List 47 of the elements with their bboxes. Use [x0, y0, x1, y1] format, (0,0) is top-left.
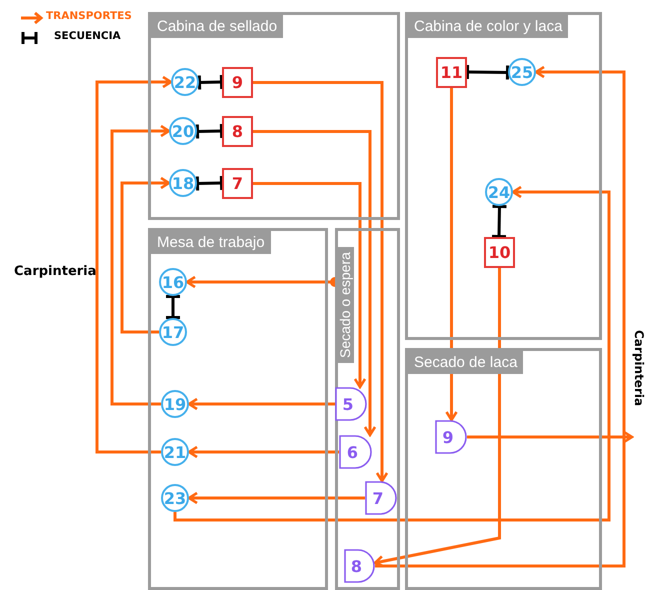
zone-panel: [405, 348, 602, 590]
numbered-circle: 20: [169, 117, 197, 145]
zone-title: Mesa de trabajo: [151, 231, 271, 254]
numbered-square: 7: [222, 168, 253, 199]
zone-title: Secado de laca: [408, 351, 524, 374]
transport-arrow: [253, 130, 376, 436]
delay-symbol: 6: [339, 435, 372, 469]
delay-symbol: 7: [365, 481, 397, 515]
destination-label: Carpinteria: [632, 330, 647, 450]
transport-arrow: [120, 176, 170, 334]
transport-arrow: [188, 446, 339, 458]
numbered-circle: 22: [171, 68, 199, 96]
zone-title: Secado o espera: [336, 247, 354, 363]
transport-arrow: [445, 88, 458, 422]
delay-symbol: 5: [335, 387, 367, 421]
transport-arrow: [253, 81, 388, 482]
zone-panel: [335, 228, 400, 590]
transport-arrow: [188, 398, 335, 410]
area-label: Carpinteria: [14, 264, 96, 279]
legend-text: SECUENCIA: [54, 30, 121, 42]
transport-arrow: [174, 186, 610, 522]
delay-symbol: 8: [344, 549, 375, 583]
numbered-square: 11: [436, 57, 467, 88]
numbered-circle: 16: [159, 268, 187, 296]
zone-title: Cabina de sellado: [151, 15, 284, 38]
transport-arrow: [375, 66, 626, 568]
transport-arrow: [467, 430, 634, 444]
zone-title: Cabina de color y laca: [408, 15, 568, 38]
numbered-circle: 21: [161, 438, 189, 466]
zone-panel: [148, 228, 328, 590]
transport-arrow: [96, 76, 172, 454]
numbered-circle: 18: [169, 169, 197, 197]
delay-symbol: 9: [435, 420, 467, 454]
transport-arrow: [110, 124, 170, 406]
transport-arrow: [253, 182, 366, 388]
numbered-circle: 23: [161, 484, 189, 512]
numbered-square: 8: [222, 116, 253, 147]
zone-panel: [148, 12, 400, 220]
numbered-circle: 25: [508, 58, 536, 86]
numbered-circle: 19: [161, 390, 189, 418]
numbered-square: 9: [222, 67, 253, 98]
transport-arrow: [188, 492, 365, 504]
numbered-circle: 17: [159, 318, 187, 346]
numbered-circle: 24: [485, 178, 513, 206]
zone-panel: [405, 12, 602, 340]
numbered-square: 10: [484, 237, 515, 268]
legend-text: TRANSPORTES: [46, 10, 132, 22]
